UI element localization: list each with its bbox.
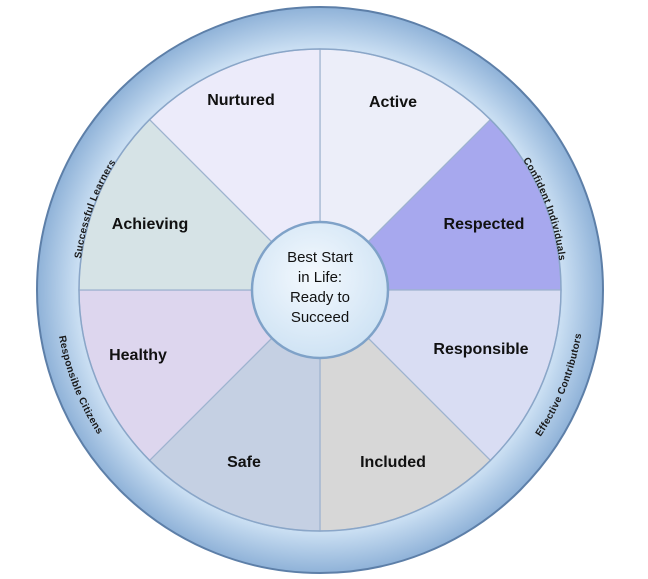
inner-wheel-border: [78, 48, 562, 532]
center-circle: [250, 220, 390, 360]
segment-label-included: Included: [360, 454, 426, 471]
segment-label-healthy: Healthy: [109, 347, 167, 364]
center-line-1: Best Start: [287, 249, 354, 266]
segment-label-respected: Respected: [444, 216, 525, 233]
segment-label-active: Active: [369, 94, 417, 111]
center-line-2: in Life:: [298, 269, 342, 286]
center-line-4: Succeed: [291, 309, 349, 326]
center-line-3: Ready to: [290, 289, 350, 306]
segment-label-achieving: Achieving: [112, 216, 188, 233]
segment-label-responsible: Responsible: [433, 341, 528, 358]
segment-label-safe: Safe: [227, 454, 261, 471]
segment-label-nurtured: Nurtured: [207, 92, 275, 109]
